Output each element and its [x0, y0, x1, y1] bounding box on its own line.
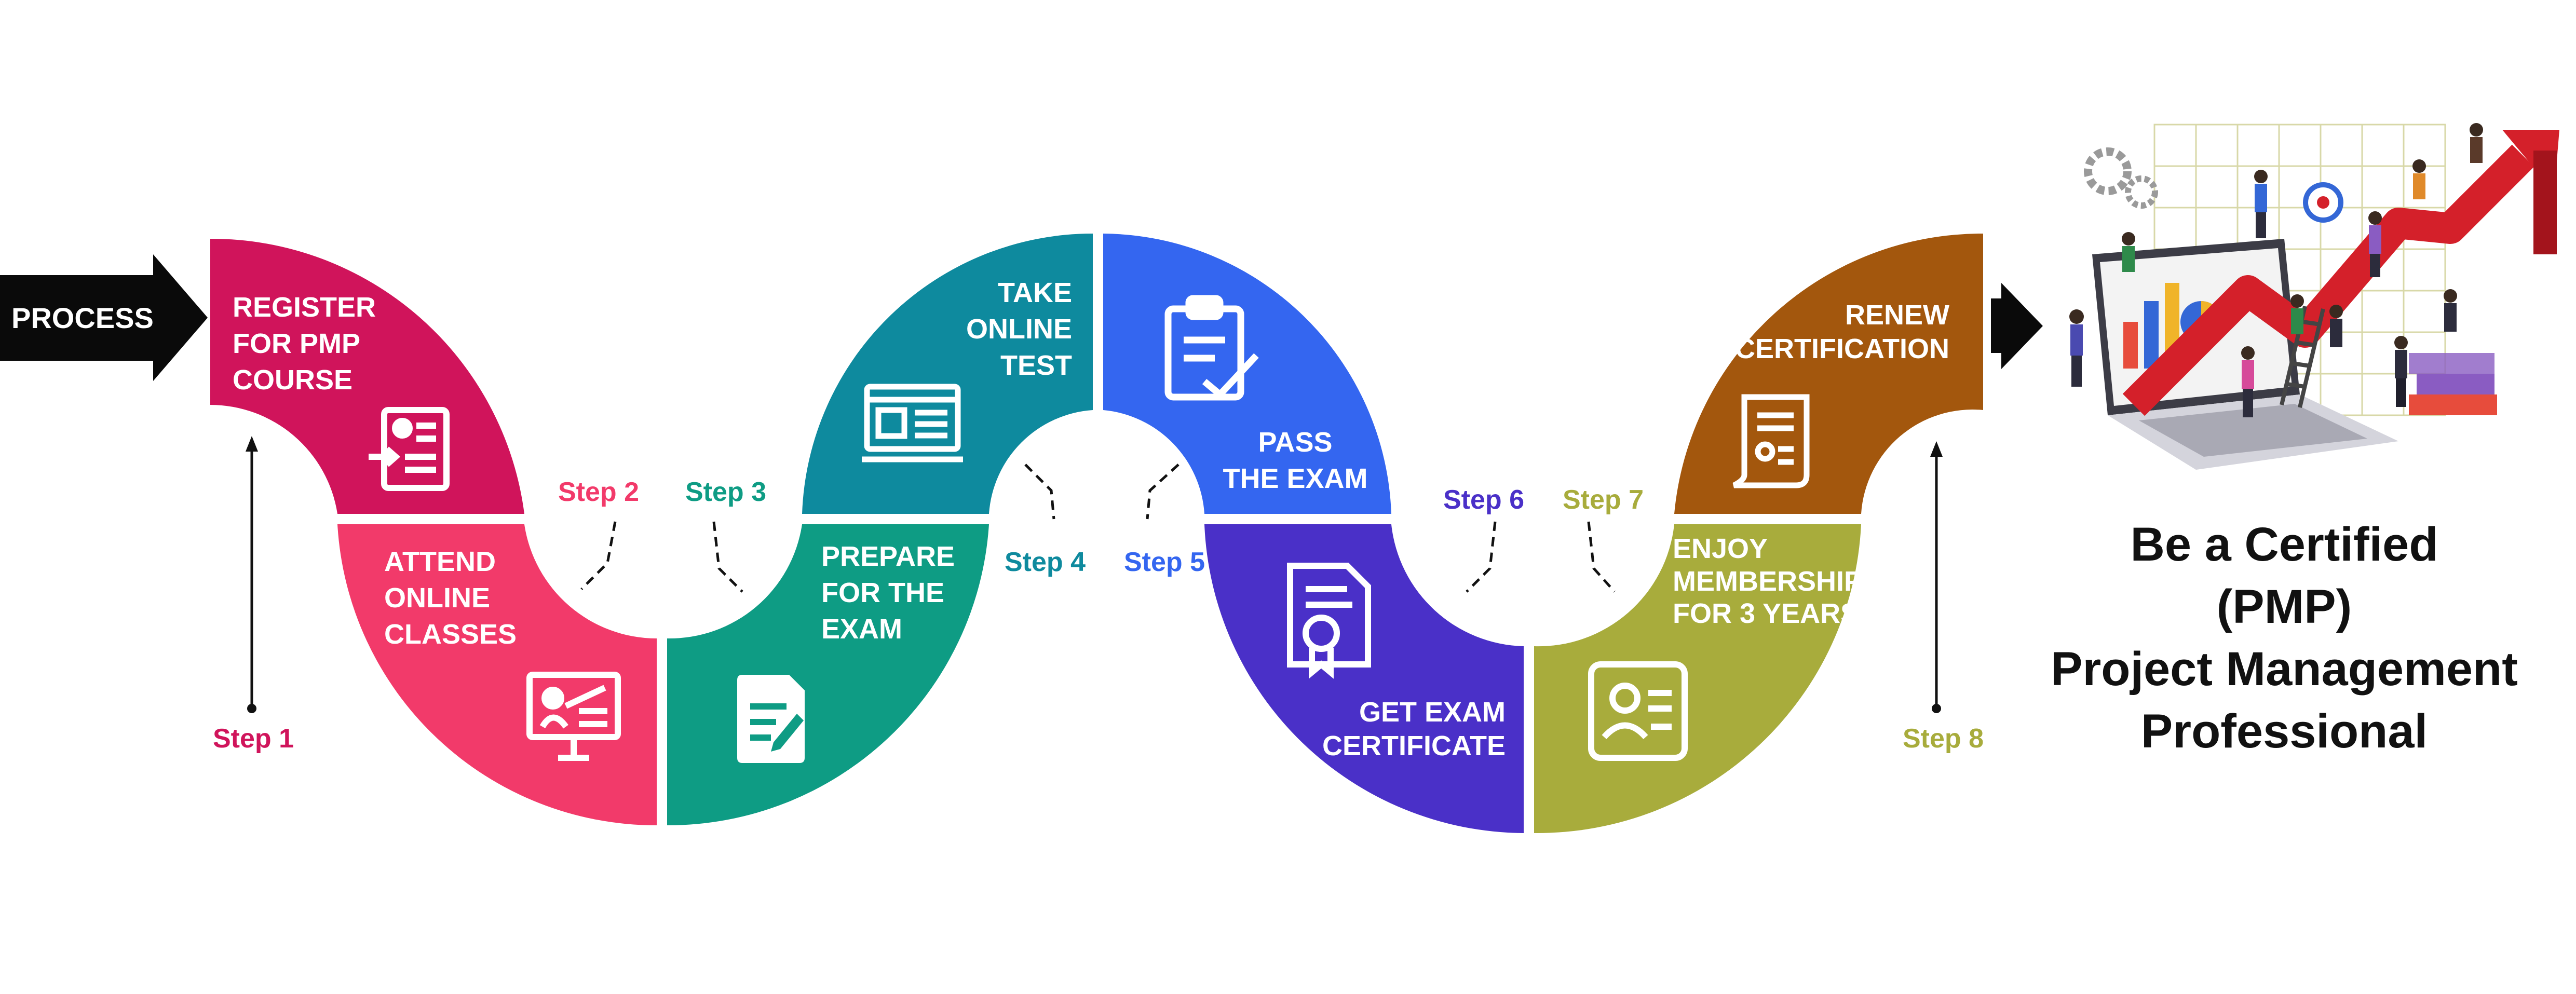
- headline: Be a Certified (PMP) Project Management …: [2051, 518, 2518, 758]
- svg-text:Professional: Professional: [2141, 705, 2428, 758]
- presentation-board-icon: [526, 672, 621, 761]
- segment-step-6: [1204, 524, 1524, 833]
- process-arrow: PROCESS: [0, 254, 208, 381]
- svg-text:PASS: PASS: [1258, 427, 1332, 458]
- svg-text:TAKE: TAKE: [998, 277, 1072, 308]
- segment-label-step-5: PASS THE EXAM: [1223, 427, 1367, 494]
- segment-label-step-1: REGISTER FOR PMP COURSE: [233, 292, 376, 396]
- svg-text:FOR PMP: FOR PMP: [233, 328, 360, 359]
- step-2-connector: [580, 521, 617, 590]
- id-card-icon: [1588, 661, 1688, 761]
- step-8-arrowhead: [1930, 441, 1943, 457]
- step-5-connector: [1146, 464, 1179, 520]
- segment-label-step-4: TAKE ONLINE TEST: [966, 277, 1072, 381]
- svg-text:GET EXAM: GET EXAM: [1359, 697, 1506, 728]
- svg-text:EXAM: EXAM: [821, 614, 902, 645]
- svg-text:MEMBERSHIP: MEMBERSHIP: [1673, 566, 1863, 597]
- svg-text:ONLINE: ONLINE: [384, 582, 490, 614]
- segment-step-5: [1103, 234, 1391, 514]
- process-label: PROCESS: [11, 302, 154, 334]
- svg-text:FOR THE: FOR THE: [821, 577, 944, 608]
- step-7-connector: [1587, 521, 1616, 593]
- svg-text:ONLINE: ONLINE: [966, 314, 1072, 345]
- svg-text:ENJOY: ENJOY: [1673, 533, 1768, 564]
- segment-label-step-6: GET EXAM CERTIFICATE: [1322, 697, 1506, 761]
- segment-label-step-3: PREPARE FOR THE EXAM: [821, 541, 955, 645]
- svg-text:(PMP): (PMP): [2217, 580, 2352, 633]
- step-3-connector: [712, 521, 743, 593]
- step-connectors: [246, 436, 1943, 713]
- step-6-connector: [1466, 521, 1497, 593]
- svg-text:RENEW: RENEW: [1845, 299, 1949, 331]
- step-label-5: Step 5: [1124, 547, 1205, 577]
- scroll-diploma-icon: [1732, 394, 1810, 488]
- segment-step-4: [802, 233, 1093, 514]
- step-1-arrowhead: [246, 436, 258, 452]
- svg-text:THE EXAM: THE EXAM: [1223, 463, 1367, 494]
- svg-text:CERTIFICATION: CERTIFICATION: [1735, 333, 1949, 364]
- svg-text:CERTIFICATE: CERTIFICATE: [1322, 730, 1506, 761]
- step-label-1: Step 1: [213, 724, 294, 754]
- step-label-3: Step 3: [685, 477, 766, 507]
- segment-label-step-7: ENJOY MEMBERSHIP FOR 3 YEARS: [1673, 533, 1863, 629]
- step-4-connector: [1024, 464, 1055, 520]
- clipboard-check-icon: [1164, 295, 1259, 401]
- step-label-2: Step 2: [558, 477, 639, 507]
- segment-step-8: [1674, 233, 1983, 514]
- segment-label-step-2: ATTEND ONLINE CLASSES: [384, 546, 517, 650]
- certificate-badge-icon: [1287, 563, 1371, 679]
- segment-label-step-8: RENEW CERTIFICATION: [1735, 299, 1949, 364]
- segment-step-2: [337, 524, 657, 826]
- output-arrow: [1991, 283, 2043, 369]
- svg-text:Be a Certified: Be a Certified: [2130, 518, 2438, 571]
- step-label-7: Step 7: [1563, 485, 1644, 515]
- svg-text:REGISTER: REGISTER: [233, 292, 376, 323]
- step-label-4: Step 4: [1005, 547, 1086, 577]
- svg-text:ATTEND: ATTEND: [384, 546, 496, 577]
- svg-text:PREPARE: PREPARE: [821, 541, 955, 572]
- svg-text:TEST: TEST: [1000, 350, 1072, 381]
- svg-text:FOR 3 YEARS: FOR 3 YEARS: [1673, 598, 1859, 629]
- svg-text:CLASSES: CLASSES: [384, 619, 517, 650]
- notepad-pen-icon: [737, 675, 805, 763]
- register-form-icon: [369, 407, 450, 491]
- svg-text:COURSE: COURSE: [233, 364, 352, 396]
- growth-chart-team-laptop-icon: [2069, 123, 2559, 470]
- svg-text:Project Management: Project Management: [2051, 643, 2518, 696]
- step-label-8: Step 8: [1903, 724, 1984, 754]
- laptop-chart-icon: [862, 384, 963, 462]
- step-label-6: Step 6: [1443, 485, 1524, 515]
